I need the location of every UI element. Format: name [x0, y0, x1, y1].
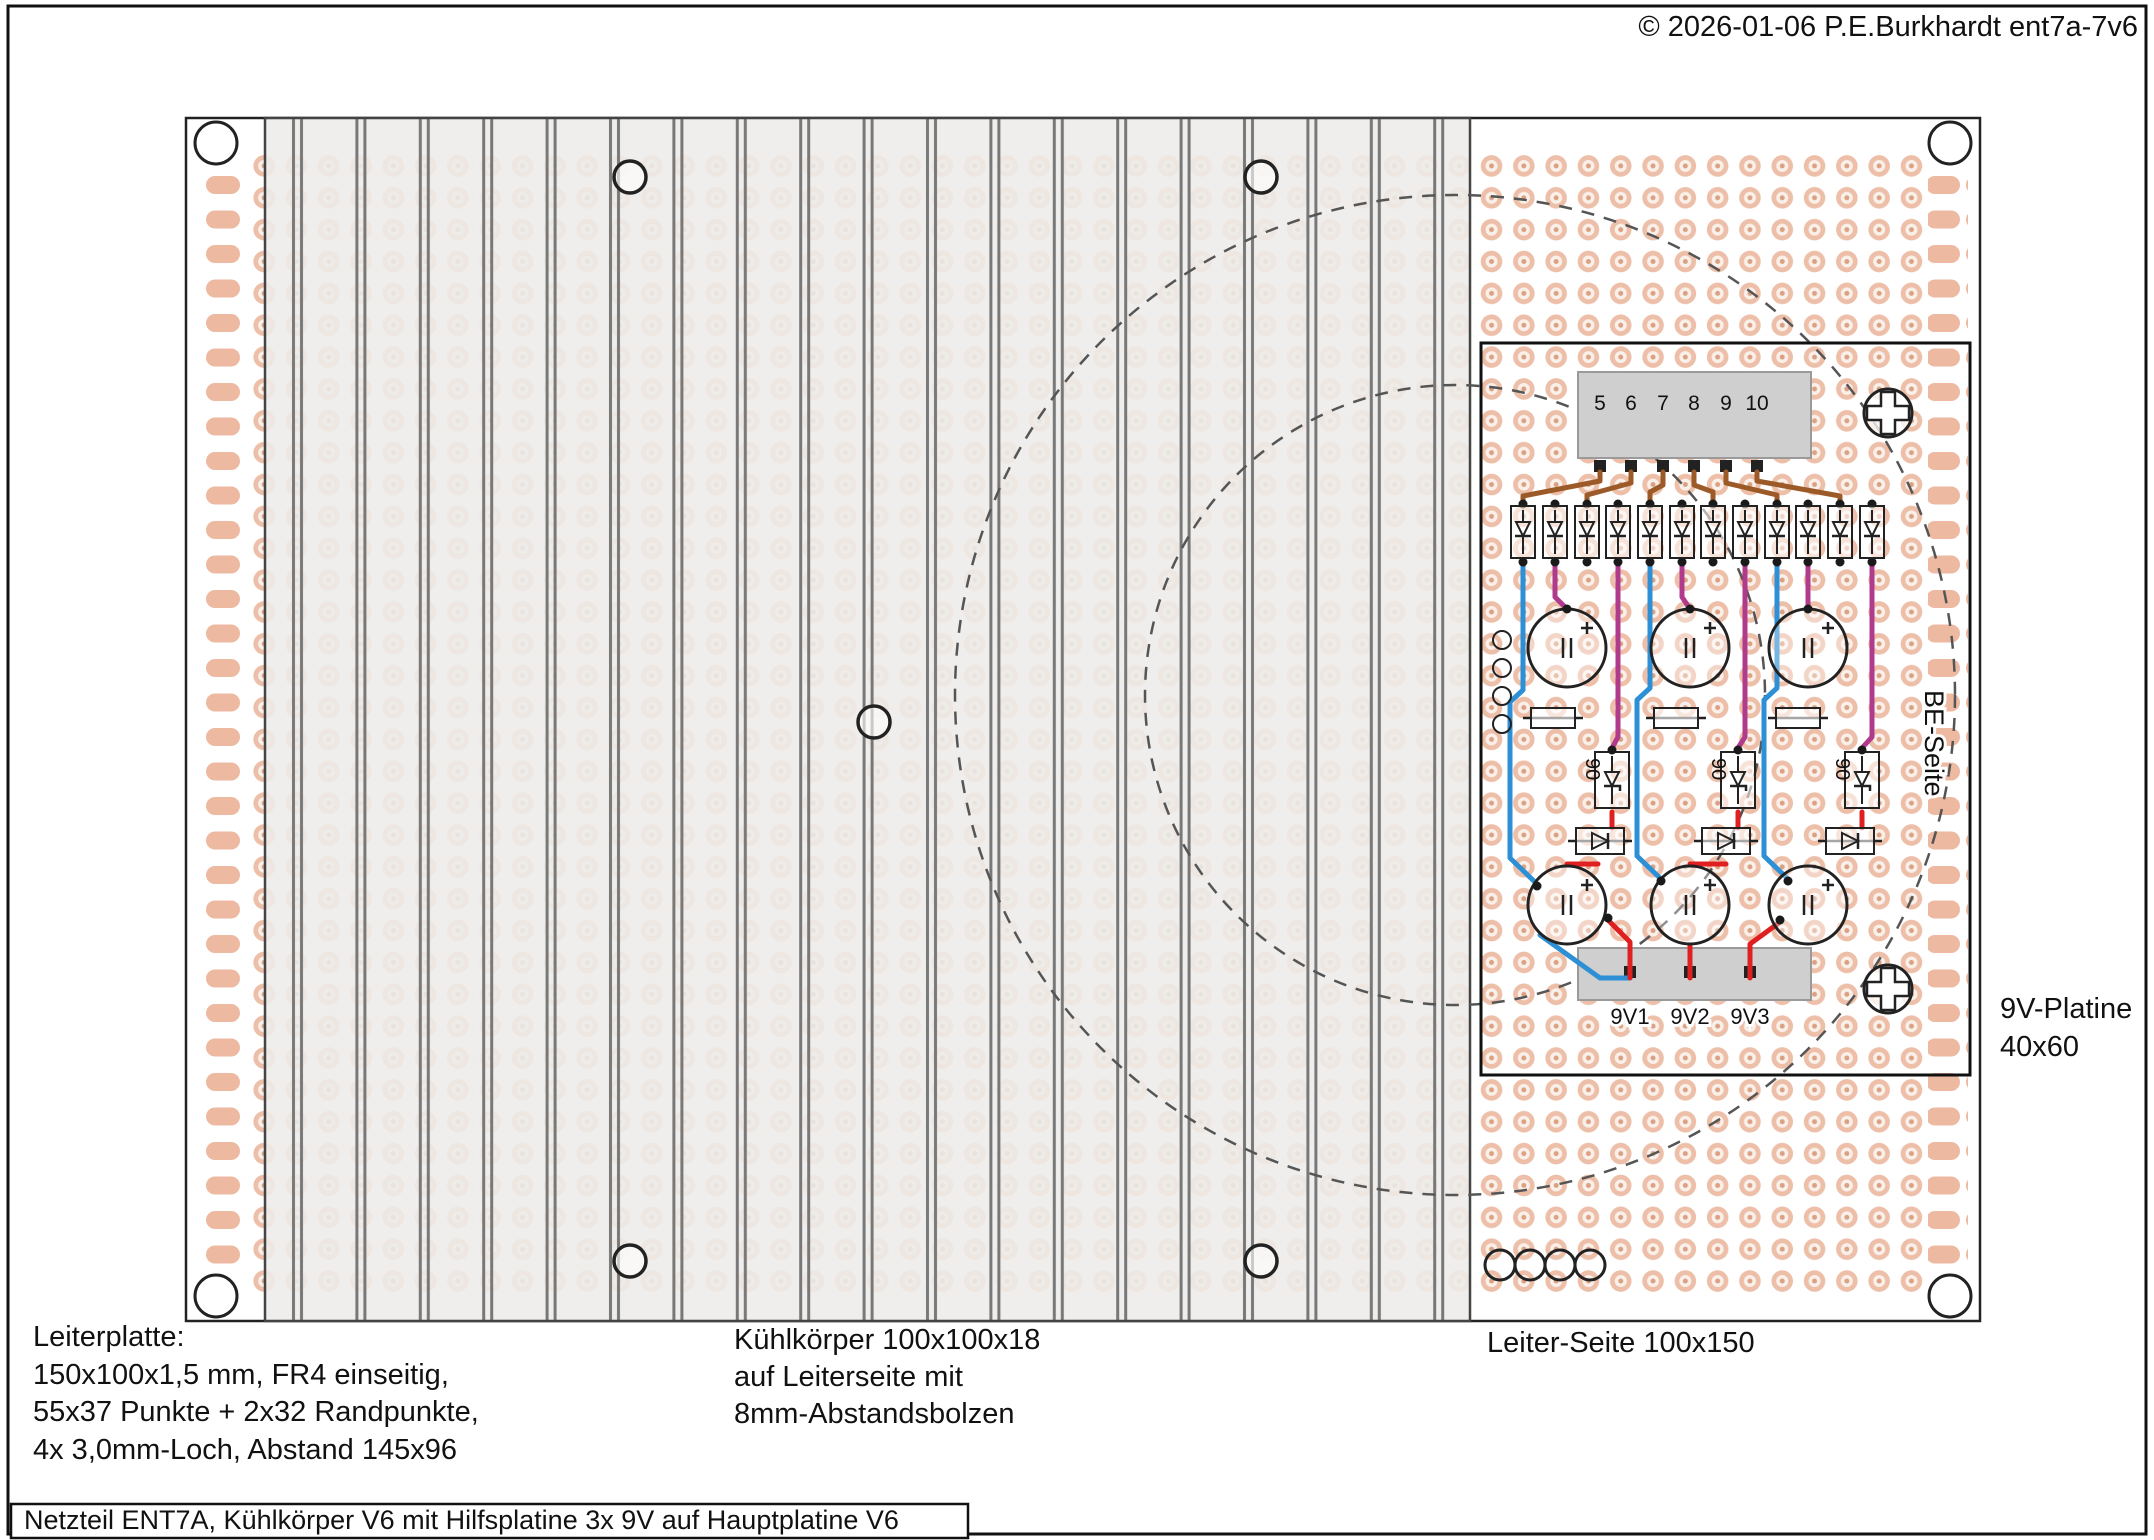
diode — [1731, 498, 1759, 568]
regulator-label: 90 — [1581, 758, 1603, 780]
mounting-hole — [193, 120, 239, 166]
diode — [1573, 498, 1601, 568]
dashed-circle-large — [953, 193, 1957, 1197]
small-diode — [1816, 826, 1884, 856]
diode — [1636, 498, 1664, 568]
pin-number: 5 — [1594, 392, 1606, 415]
output-label: 9V1 — [1610, 1004, 1649, 1029]
pin-number: 8 — [1688, 392, 1700, 415]
platine9v-label-line1: 9V-Platine — [2000, 993, 2132, 1025]
small-diode-row — [1566, 826, 1884, 856]
electrolytic-capacitor — [1526, 864, 1608, 946]
mounting-hole — [1927, 1273, 1973, 1319]
leiterplatte-line1: 150x100x1,5 mm, FR4 einseitig, — [33, 1359, 449, 1391]
dashed-circle-small — [1143, 383, 1767, 1007]
resistor — [1521, 706, 1585, 730]
kuehlkoerper-line1: Kühlkörper 100x100x18 — [734, 1324, 1040, 1356]
diode — [1604, 498, 1632, 568]
copyright-text: © 2026-01-06 P.E.Burkhardt ent7a-7v6 — [1638, 11, 2138, 43]
resistor — [1644, 706, 1708, 730]
kuehlkoerper-line3: 8mm-Abstandsbolzen — [734, 1398, 1014, 1430]
diode — [1763, 498, 1791, 568]
leiterplatte-title: Leiterplatte: — [33, 1321, 185, 1353]
electrolytic-capacitor — [1767, 607, 1849, 689]
diode — [1668, 498, 1696, 568]
diode — [1509, 498, 1537, 568]
pin-number: 10 — [1745, 392, 1768, 415]
junction-dots — [1532, 604, 1867, 925]
standoff-hole-center — [856, 704, 892, 740]
connector-top-pins — [1594, 460, 1763, 472]
diode — [1699, 498, 1727, 568]
traces-brown — [1520, 469, 1843, 505]
screw-head-icon — [1862, 963, 1914, 1015]
electrolytic-capacitor — [1649, 607, 1731, 689]
pin-number: 6 — [1625, 392, 1637, 415]
pin-number: 7 — [1657, 392, 1669, 415]
kuehlkoerper-line2: auf Leiterseite mit — [734, 1361, 963, 1393]
standoff-hole — [612, 1243, 648, 1279]
footer-bar: Netzteil ENT7A, Kühlkörper V6 mit Hilfsp… — [9, 1502, 970, 1540]
resistors — [1521, 706, 1830, 730]
standoff-hole — [612, 159, 648, 195]
annotations: Leiterplatte: 150x100x1,5 mm, FR4 einsei… — [33, 993, 2132, 1466]
traces-red — [1564, 809, 1865, 981]
diode — [1826, 498, 1854, 568]
electrolytic-capacitor — [1526, 607, 1608, 689]
standoff-hole — [1243, 159, 1279, 195]
diode — [1794, 498, 1822, 568]
wire-loops — [1483, 1248, 1607, 1282]
traces-magenta — [1552, 563, 1875, 751]
be-seite-label: BE-Seite — [1919, 690, 1949, 797]
platine9v-label-line2: 40x60 — [2000, 1031, 2079, 1063]
regulator-label: 90 — [1831, 758, 1853, 780]
output-label: 9V3 — [1730, 1004, 1769, 1029]
dashed-outline-group — [953, 193, 1957, 1197]
standoff-hole — [1243, 1243, 1279, 1279]
screw-head-icon — [1862, 387, 1914, 439]
small-diode — [1692, 826, 1760, 856]
pin-number: 9 — [1720, 392, 1732, 415]
resistor — [1766, 706, 1830, 730]
footer-border — [9, 1502, 970, 1540]
mounting-hole — [1927, 120, 1973, 166]
leiterplatte-line2: 55x37 Punkte + 2x32 Randpunkte, — [33, 1396, 479, 1428]
footer-title: Netzteil ENT7A, Kühlkörper V6 mit Hilfsp… — [24, 1505, 899, 1535]
subboard-9v: 5 6 7 8 9 10 9V1 9V2 9V3 — [1479, 341, 1972, 1077]
diode — [1858, 498, 1886, 568]
connector-top — [1577, 371, 1812, 459]
leiterplatte-line3: 4x 3,0mm-Loch, Abstand 145x96 — [33, 1434, 457, 1466]
leiter-seite-label: Leiter-Seite 100x150 — [1487, 1327, 1755, 1359]
mounting-hole — [193, 1273, 239, 1319]
edge-pads-right — [1928, 168, 1968, 1272]
electrolytic-capacitor — [1767, 864, 1849, 946]
output-label: 9V2 — [1670, 1004, 1709, 1029]
regulator-label: 90 — [1707, 758, 1729, 780]
subboard-outline — [1479, 341, 1972, 1077]
pad-ring-column — [1492, 630, 1512, 734]
diode — [1541, 498, 1569, 568]
small-diode — [1566, 826, 1634, 856]
zener-row: 90 90 90 — [1581, 750, 1881, 810]
edge-pads-left — [203, 168, 243, 1272]
